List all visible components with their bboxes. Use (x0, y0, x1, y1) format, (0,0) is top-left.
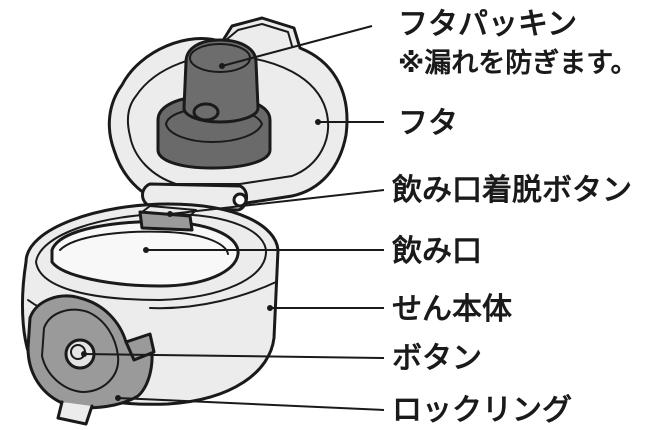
leader-lines (81, 25, 385, 411)
label-lid-packing: フタパッキン (398, 7, 577, 42)
label-stopper-body: せん本体 (392, 292, 513, 327)
label-spout: 飲み口 (392, 234, 482, 269)
label-lid-packing-note: ※漏れを防ぎます。 (398, 48, 638, 79)
label-spout-release-button: 飲み口着脱ボタン (392, 173, 632, 208)
label-lid: フタ (398, 106, 458, 141)
lid-illustration (107, 16, 349, 212)
stopper-body-illustration (21, 202, 280, 426)
label-locking-ring: ロックリング (392, 393, 572, 428)
spout-shape (50, 220, 240, 288)
label-button: ボタン (392, 341, 482, 376)
spout-release-button-shape (138, 210, 194, 232)
